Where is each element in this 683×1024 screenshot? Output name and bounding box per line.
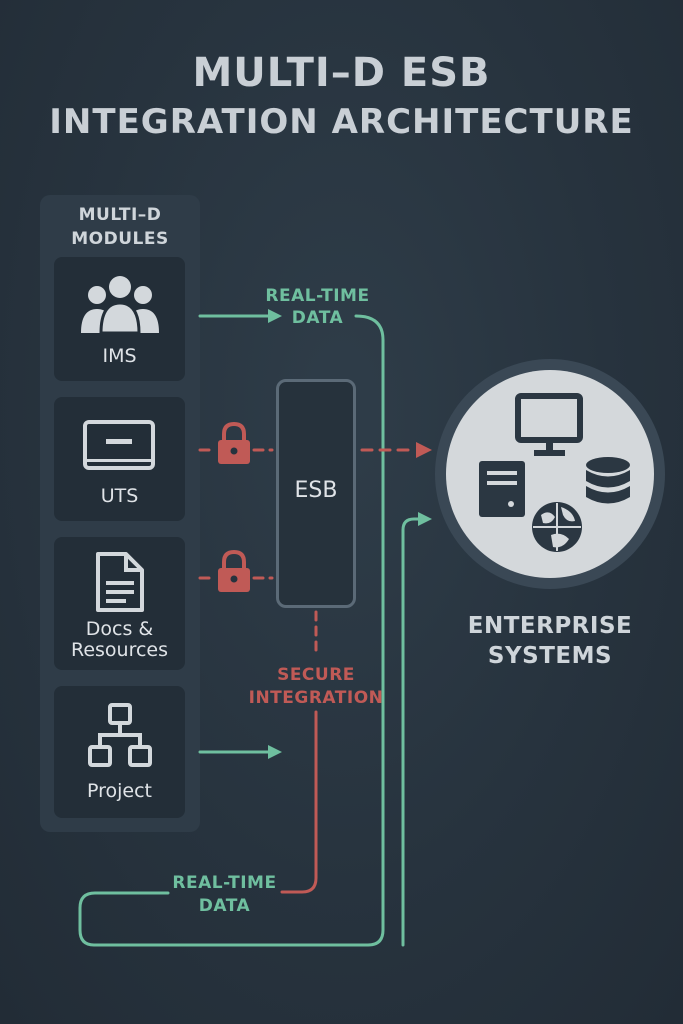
users-icon (81, 276, 159, 335)
ims-arrow (268, 309, 282, 323)
enterprise-inbound-arrow (418, 512, 432, 526)
globe-icon (532, 502, 582, 552)
modules-panel-title: MULTI–D MODULES (40, 203, 200, 251)
lock-icon (218, 421, 250, 464)
esb-block[interactable] (276, 379, 356, 608)
server-icon (479, 461, 525, 517)
enterprise-label-line-2: SYSTEMS (487, 643, 613, 669)
module-label-docs-line-1: Docs & (85, 618, 154, 640)
realtime-label-top-line-1: REAL-TIME (265, 286, 370, 306)
enterprise-label-line-1: ENTERPRISE (467, 613, 633, 639)
realtime-label-bottom-line-1: REAL-TIME (172, 873, 277, 893)
modules-panel-title-line-1: MULTI–D (78, 205, 162, 225)
secure-label-line-1: SECURE (277, 665, 355, 685)
module-card-project[interactable]: Project (54, 686, 185, 818)
title-line-1: MULTI–D ESB (192, 50, 491, 96)
module-label-docs-line-2: Resources (70, 639, 169, 661)
esb-label: ESB (294, 478, 338, 503)
secure-label-line-2: INTEGRATION (248, 688, 384, 708)
lock-icon (218, 549, 250, 592)
enterprise-systems-circle[interactable] (433, 357, 667, 591)
title-line-2: INTEGRATION ARCHITECTURE (49, 102, 634, 142)
module-label-ims: IMS (102, 345, 137, 367)
hierarchy-icon (88, 703, 152, 767)
project-arrow (268, 745, 282, 759)
enterprise-inbound-line (401, 517, 422, 947)
database-icon (586, 457, 630, 504)
modules-panel-title-line-2: MODULES (71, 229, 169, 249)
realtime-label-bottom: REAL-TIME DATA (162, 872, 287, 918)
monitor-icon (83, 420, 155, 470)
module-card-uts[interactable]: UTS (54, 397, 185, 521)
desktop-icon (515, 393, 583, 456)
realtime-label-top-line-2: DATA (291, 308, 344, 328)
realtime-label-bottom-line-2: DATA (198, 896, 251, 916)
realtime-loop-line (78, 314, 385, 947)
realtime-label-top: REAL-TIME DATA (255, 285, 380, 329)
module-label-docs: Docs & Resources (54, 619, 185, 661)
secure-integration-label: SECURE INTEGRATION (240, 664, 392, 710)
module-card-docs[interactable]: Docs & Resources (54, 537, 185, 670)
secure-return-line (280, 710, 318, 894)
module-label-project: Project (86, 780, 152, 802)
esb-to-enterprise-arrow (416, 442, 432, 458)
enterprise-systems-label: ENTERPRISE SYSTEMS (430, 611, 670, 671)
module-label-uts: UTS (100, 485, 139, 507)
module-card-ims[interactable]: IMS (54, 257, 185, 381)
document-icon (96, 552, 144, 612)
